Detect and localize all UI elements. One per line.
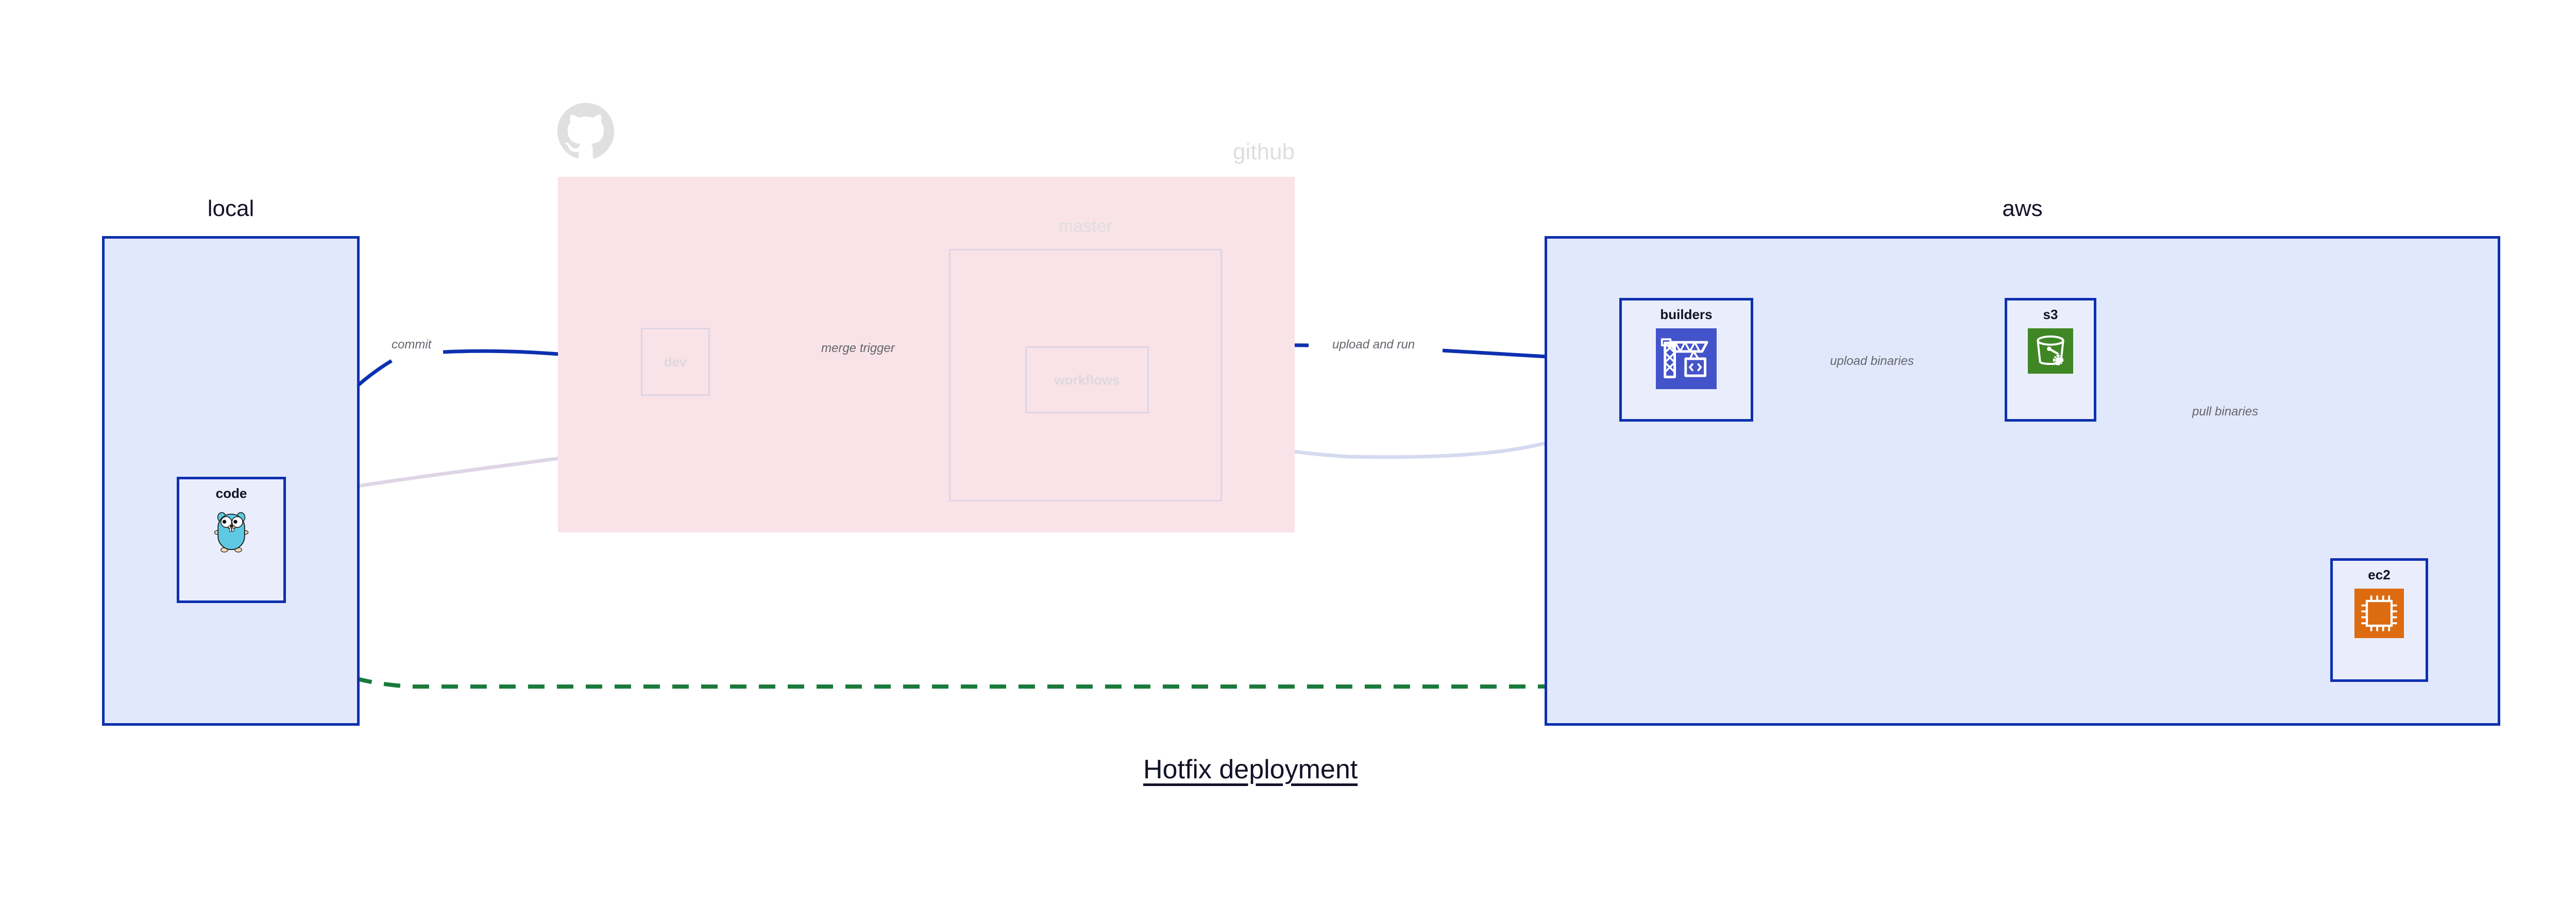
group-aws-label: aws xyxy=(2002,196,2043,221)
node-dev-label: dev xyxy=(664,354,687,370)
node-workflows[interactable]: workflows xyxy=(1025,346,1149,413)
node-builders[interactable]: builders xyxy=(1619,298,1753,422)
node-ec2[interactable]: ec2 xyxy=(2330,558,2428,682)
edge-label-merge-trigger: merge trigger xyxy=(821,341,895,355)
group-github-label: github xyxy=(1233,139,1295,164)
edge-label-pull-binaries: pull binaries xyxy=(2192,405,2259,419)
node-ec2-label: ec2 xyxy=(2368,567,2391,582)
diagram-title: Hotfix deployment xyxy=(1143,755,1358,784)
aws-ec2-icon xyxy=(2354,589,2404,641)
subframe-master-label: master xyxy=(1059,216,1112,236)
node-workflows-label: workflows xyxy=(1054,372,1120,388)
node-s3-label: s3 xyxy=(2043,307,2058,322)
node-s3[interactable]: s3 xyxy=(2005,298,2096,422)
node-code-label: code xyxy=(215,486,247,501)
group-github[interactable] xyxy=(558,177,1295,532)
github-octocat-icon xyxy=(555,101,617,163)
go-gopher-icon xyxy=(212,507,250,557)
node-builders-label: builders xyxy=(1660,307,1713,322)
group-local-label: local xyxy=(207,196,255,221)
subframe-master[interactable] xyxy=(949,249,1222,502)
node-dev[interactable]: dev xyxy=(641,328,710,396)
aws-codebuild-icon xyxy=(1656,328,1717,392)
edge-label-upload-and-run: upload and run xyxy=(1332,338,1415,352)
edge-label-commit: commit xyxy=(392,338,432,352)
node-code[interactable]: code xyxy=(177,477,286,603)
aws-s3-glacier-icon xyxy=(2028,328,2073,376)
edge-label-upload-binaries: upload binaries xyxy=(1830,354,1914,368)
